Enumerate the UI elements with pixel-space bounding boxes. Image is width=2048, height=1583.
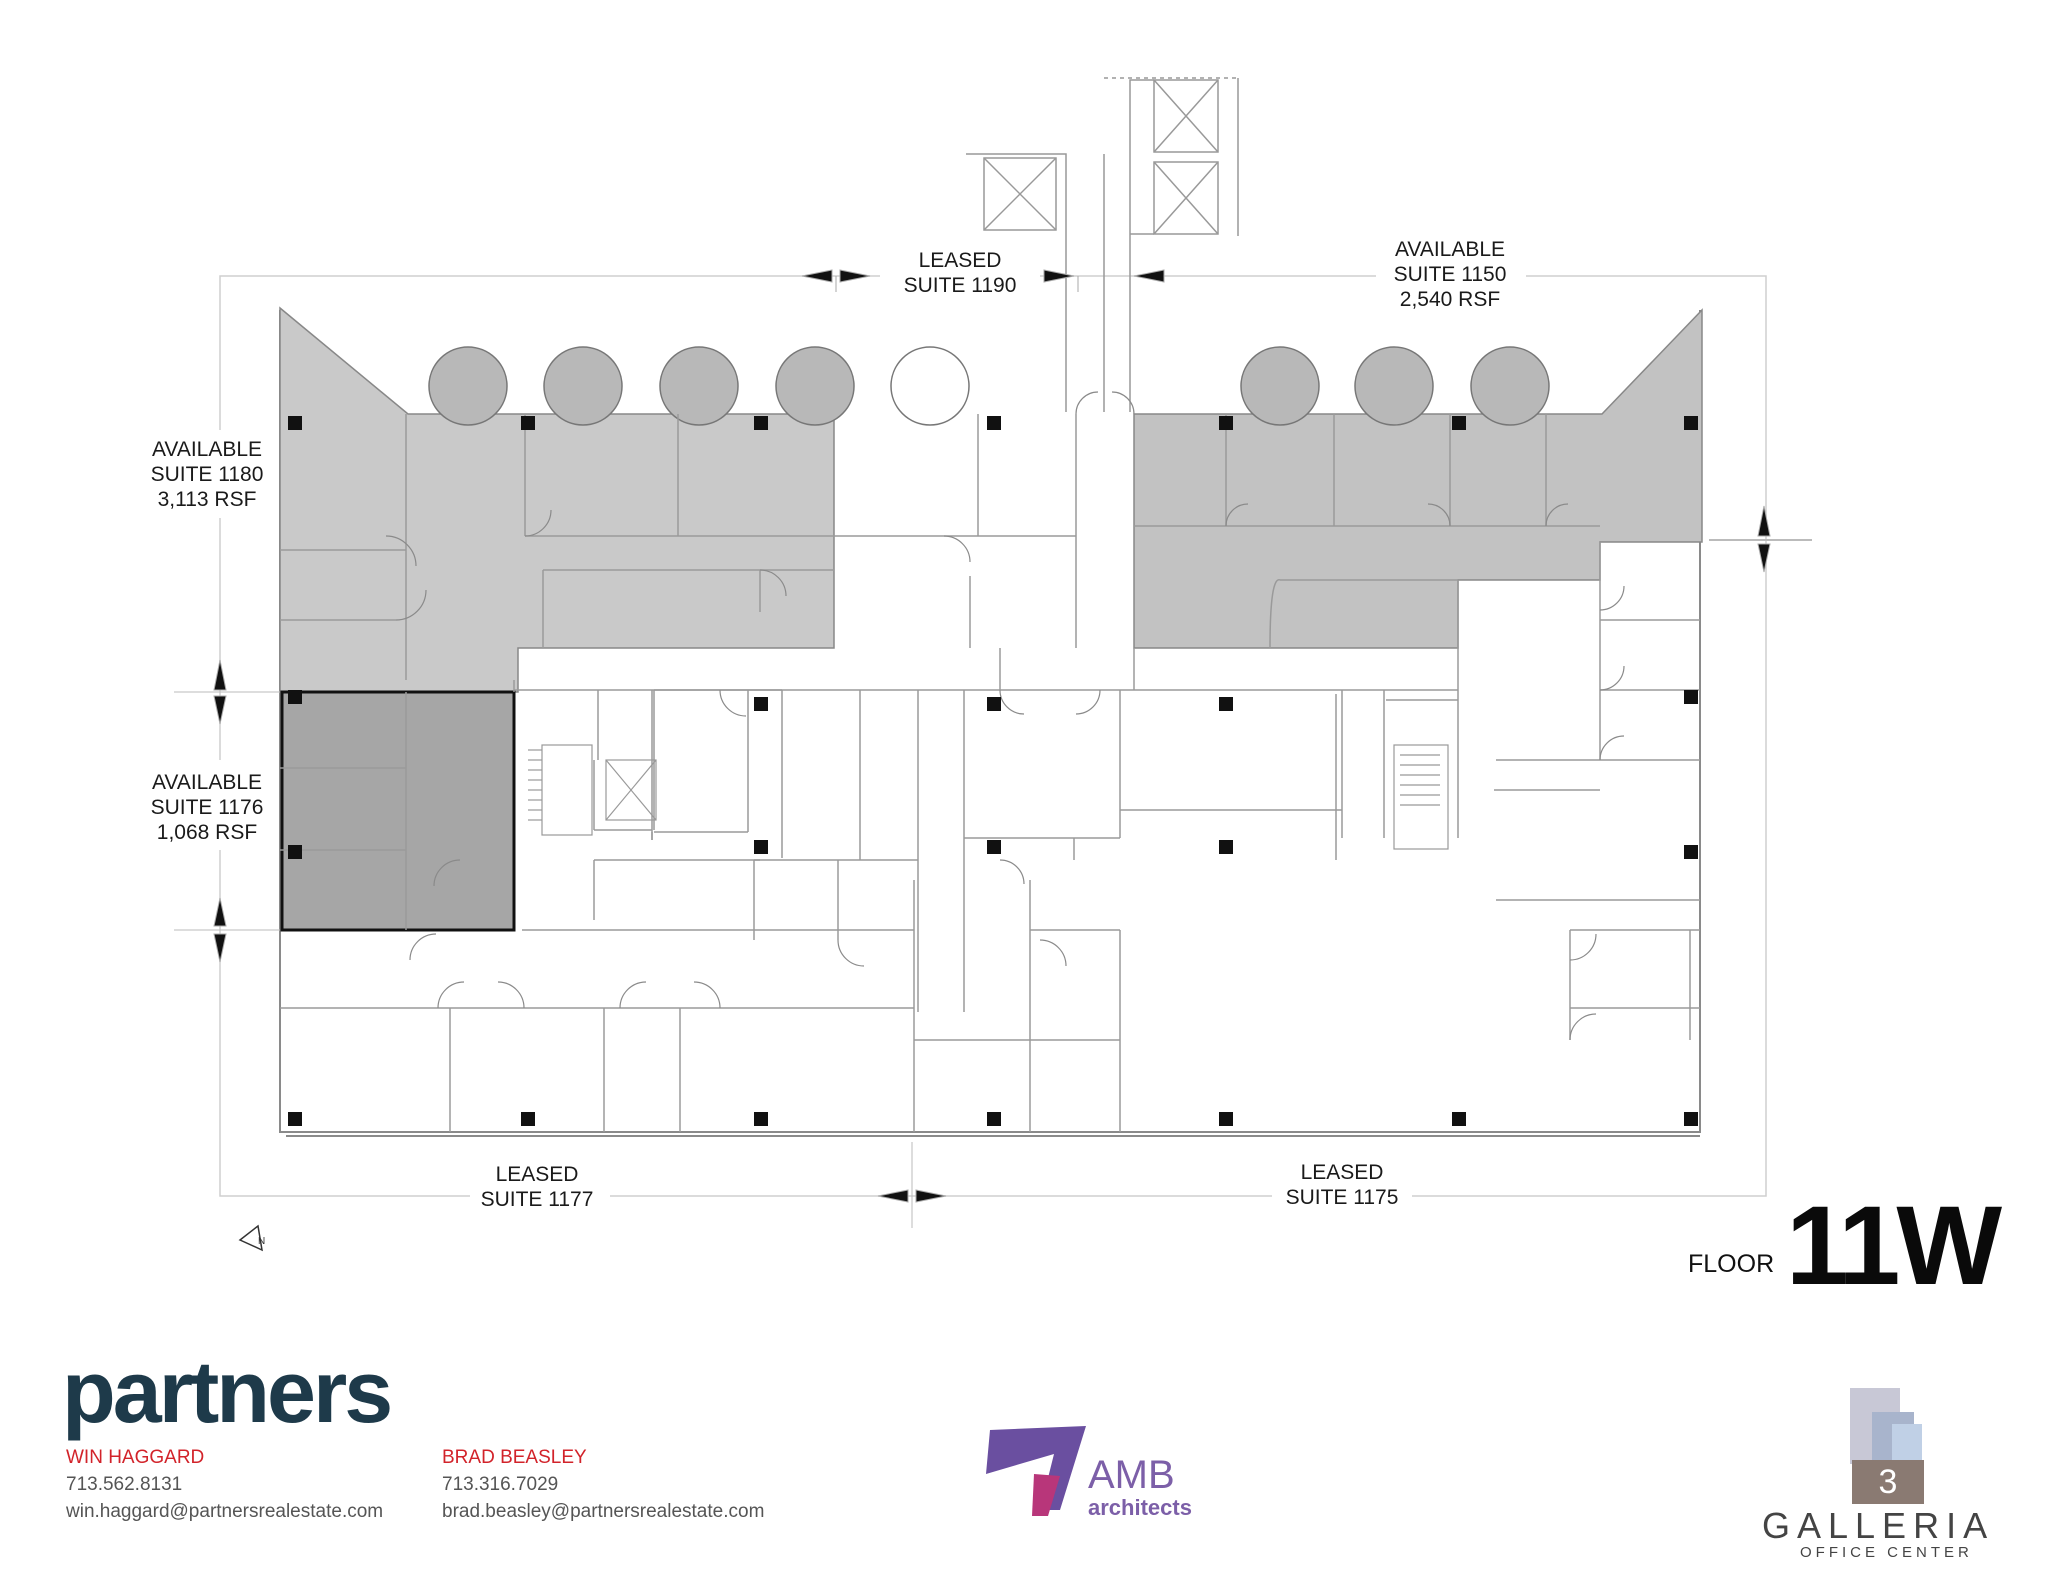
suite-1180-number: SUITE 1180 (151, 463, 264, 486)
suite-1180-area-label: 3,113 RSF (158, 488, 257, 511)
north-arrow-icon: N (238, 1224, 265, 1252)
suite-1190-number: SUITE 1190 (904, 274, 1017, 297)
galleria-subtitle: OFFICE CENTER (1800, 1544, 1973, 1561)
building-outline (279, 310, 1812, 1137)
suite-1176-status: AVAILABLE (152, 771, 262, 794)
suite-labels: AVAILABLE SUITE 1180 3,113 RSF AVAILABLE… (140, 232, 1526, 1214)
dimension-markers (174, 269, 1771, 1228)
suite-1176-number: SUITE 1176 (151, 796, 264, 819)
suite-1175-number: SUITE 1175 (1286, 1186, 1399, 1209)
stairs (528, 744, 1449, 850)
decorative-domes (428, 346, 1550, 426)
north-label: N (258, 1236, 265, 1247)
galleria-name: GALLERIA (1762, 1505, 1995, 1546)
contact-email[interactable]: win.haggard@partnersrealestate.com (66, 1501, 384, 1522)
suite-1190-status: LEASED (919, 249, 1002, 272)
contact-card: WIN HAGGARD 713.562.8131 win.haggard@par… (66, 1444, 383, 1525)
interior-walls (280, 414, 1700, 1132)
contact-email[interactable]: brad.beasley@partnersrealestate.com (442, 1501, 765, 1522)
floor-label: FLOOR (1688, 1250, 1775, 1278)
contact-name: WIN HAGGARD (66, 1447, 205, 1468)
galleria-logo-icon (1850, 1388, 1922, 1464)
elevator-core (966, 77, 1239, 412)
partners-logo: partners (62, 1342, 393, 1441)
suite-1180-status: AVAILABLE (152, 438, 262, 461)
structural-columns (288, 416, 1698, 1126)
suite-1177-number: SUITE 1177 (481, 1188, 594, 1211)
suite-1176-area-label: 1,068 RSF (157, 821, 257, 844)
suite-1177-status: LEASED (496, 1163, 579, 1186)
contact-phone[interactable]: 713.316.7029 (442, 1474, 559, 1495)
galleria-building-number: 3 (1852, 1460, 1924, 1504)
suite-1176-area[interactable] (280, 690, 516, 932)
suite-1150-status: AVAILABLE (1395, 238, 1505, 261)
doors (385, 391, 1625, 1041)
suite-1175-status: LEASED (1301, 1161, 1384, 1184)
suite-1150-area-label: 2,540 RSF (1400, 288, 1500, 311)
contact-name: BRAD BEASLEY (442, 1447, 587, 1468)
amb-logo-text: AMB (1088, 1453, 1175, 1497)
suite-1150-number: SUITE 1150 (1394, 263, 1507, 286)
contact-card: BRAD BEASLEY 713.316.7029 brad.beasley@p… (442, 1444, 764, 1525)
floor-number: 11W (1786, 1183, 2002, 1308)
contact-phone[interactable]: 713.562.8131 (66, 1474, 183, 1495)
amb-logo-icon (986, 1426, 1086, 1516)
amb-logo-subtext: architects (1088, 1495, 1192, 1520)
